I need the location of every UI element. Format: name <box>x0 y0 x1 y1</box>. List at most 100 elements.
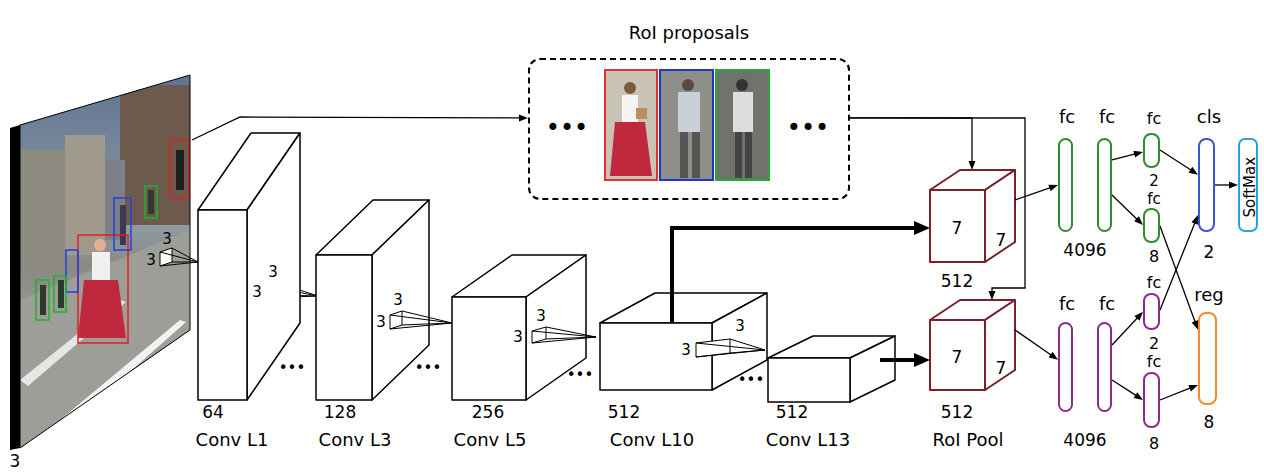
connector <box>880 353 930 367</box>
connector-line <box>1215 184 1230 185</box>
free-label: ••• <box>567 367 594 384</box>
connector-line <box>1160 226 1195 322</box>
layer-label: 7 <box>952 219 963 238</box>
layer-label: fc <box>1147 274 1161 292</box>
arrow-head <box>1191 215 1198 225</box>
layer-label: 512 <box>941 272 973 291</box>
fc-layer: fc8 <box>1143 208 1160 243</box>
layer-label: 2 <box>1149 335 1159 353</box>
connector-line <box>1112 195 1137 219</box>
connector <box>192 114 528 140</box>
conv-layer: 64Conv L1 <box>198 210 247 450</box>
fc-layer: fc2 <box>1143 133 1160 168</box>
connector-line <box>1112 154 1135 160</box>
arrow-head <box>1229 182 1238 189</box>
arrow-head <box>914 221 930 235</box>
layer-label: fc <box>1147 353 1161 371</box>
connector-line <box>1015 188 1050 200</box>
connector <box>1215 182 1238 189</box>
arrow-head <box>1188 385 1198 392</box>
free-label: ••• <box>738 372 765 389</box>
connector-line <box>1015 330 1051 355</box>
roi-proposals-box: RoI proposals <box>528 22 850 200</box>
connector-line <box>672 228 915 323</box>
conv-layer: 512Conv L10 <box>600 323 712 450</box>
kernel-pyramids <box>390 311 765 357</box>
layer-label: 3 <box>10 452 21 471</box>
connector-line <box>192 117 520 140</box>
free-label: 3 <box>681 342 691 359</box>
input-photo <box>10 70 190 460</box>
arrow-head <box>1134 392 1143 400</box>
arrow-head <box>968 161 975 170</box>
layer-label: fc <box>1099 107 1115 127</box>
conv-layer: 512Conv L13 <box>768 335 880 450</box>
connector-line <box>850 118 972 162</box>
layer-label: 7 <box>996 359 1007 378</box>
layer-label: 128 <box>324 403 356 422</box>
reg-layer: reg8 <box>1198 312 1217 405</box>
fc-layer: fc <box>1097 322 1112 412</box>
fc-layer: fc8 <box>1143 372 1160 428</box>
fc-layer: fc2 <box>1143 293 1160 330</box>
layer-label: 8 <box>1149 248 1159 266</box>
softmax-box: SoftMax <box>1238 138 1258 232</box>
connector <box>1160 150 1198 175</box>
free-label: 3 <box>376 314 386 331</box>
layer-label: Conv L3 <box>319 430 392 450</box>
layer-label: 8 <box>1149 435 1159 453</box>
layer-label: 2 <box>1204 243 1215 262</box>
connector <box>1160 215 1198 310</box>
connector <box>1160 385 1198 400</box>
connector <box>1015 330 1058 360</box>
layer-label: fc <box>1147 191 1161 208</box>
free-label: ••• <box>787 115 829 141</box>
arrow-head <box>1133 151 1143 158</box>
free-label: 4096 <box>1063 431 1106 450</box>
free-label: 3 <box>735 318 745 335</box>
connector <box>850 118 975 170</box>
connector-line <box>880 358 915 362</box>
roi-pool-cube: 77512RoI Pool <box>930 300 1015 390</box>
conv-layer: 128Conv L3 <box>316 255 372 450</box>
layer-label: 256 <box>472 403 504 422</box>
free-label: 3 <box>162 231 172 248</box>
roi-pool-cube: 77512 <box>930 170 1015 262</box>
layer-label: fc <box>1099 294 1115 314</box>
connector-line <box>1112 380 1136 396</box>
connector <box>1112 312 1143 345</box>
conv-cubes <box>198 133 895 402</box>
layer-label: 64 <box>202 403 224 422</box>
layer-label: 512 <box>608 403 640 422</box>
layer-label: 7 <box>952 348 963 367</box>
free-label: ••• <box>415 360 442 377</box>
layer-label: 2 <box>1149 173 1159 190</box>
connector-line <box>1160 150 1191 170</box>
arrow-head <box>914 353 930 367</box>
fc-layer: fc <box>1097 138 1112 232</box>
layer-label: fc <box>1059 107 1075 127</box>
conv-layer: 256Conv L5 <box>452 297 526 450</box>
connector <box>1112 380 1143 400</box>
connector <box>850 118 1025 300</box>
free-label: ••• <box>546 115 588 141</box>
free-label: 3 <box>252 284 262 301</box>
layer-label: SoftMax <box>1242 157 1259 218</box>
layer-label: 7 <box>996 231 1007 250</box>
layer-label: Conv L5 <box>454 430 527 450</box>
roi-pool-cubes <box>930 170 1015 390</box>
cls-layer: cls2 <box>1198 138 1215 232</box>
layer-label: fc <box>1147 110 1161 128</box>
layer-label: 512 <box>941 403 973 422</box>
layer-label: 512 <box>776 403 808 422</box>
arrow-head <box>1134 216 1143 225</box>
layer-label: Conv L13 <box>766 430 850 450</box>
free-label: 3 <box>393 292 403 309</box>
connector-line <box>1112 318 1138 345</box>
layer-label: RoI Pool <box>933 430 1004 450</box>
free-label: 3 <box>268 264 278 281</box>
layer-label: cls <box>1197 107 1221 127</box>
